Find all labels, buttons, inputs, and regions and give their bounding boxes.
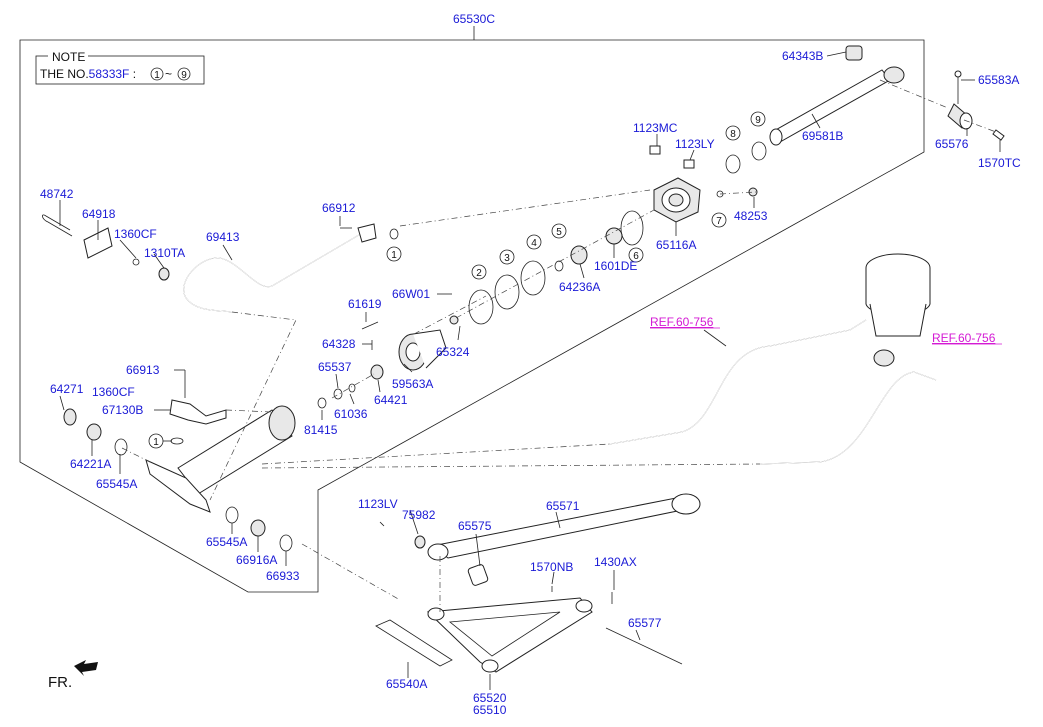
pulley-59563a [398, 329, 447, 371]
label-1123ly: 1123LY [675, 137, 715, 151]
svg-text:6: 6 [633, 251, 639, 262]
label-65545a: 65545A [96, 477, 137, 491]
svg-text:1: 1 [153, 437, 159, 448]
label-64328: 64328 [322, 337, 356, 351]
label-1601de: 1601DE [594, 259, 637, 273]
rod-69581b [769, 45, 905, 146]
label-65510: 65510 [473, 703, 507, 717]
circle-number-5: 5 [551, 223, 567, 239]
note-text: THE NO.58333F : [40, 67, 136, 81]
label-64236a: 64236A [559, 280, 600, 294]
label-66w01: 66W01 [392, 287, 430, 301]
label-75982: 75982 [402, 508, 436, 522]
note-title: NOTE [52, 50, 85, 64]
label-65575: 65575 [458, 519, 492, 533]
label-1570nb: 1570NB [530, 560, 573, 574]
label-1123lv: 1123LV [358, 497, 398, 511]
label-67130b: 67130B [102, 403, 143, 417]
label-61036: 61036 [334, 407, 368, 421]
label-65116a: 65116A [656, 238, 696, 252]
label-64421: 64421 [374, 393, 408, 407]
label-1430ax: 1430AX [594, 555, 637, 569]
circle-number-3: 3 [499, 249, 515, 265]
label-64221a: 64221A [70, 457, 111, 471]
label-1123mc: 1123MC [633, 121, 678, 135]
label-65537: 65537 [318, 360, 352, 374]
label-69581b: 69581B [802, 129, 843, 143]
circle-number-9: 9 [750, 111, 766, 127]
ref-link-1[interactable]: REF.60-756 [650, 315, 714, 329]
label-69413: 69413 [206, 230, 240, 244]
svg-text:4: 4 [531, 238, 537, 249]
svg-text:9: 9 [181, 70, 187, 81]
pipe-69413 [183, 231, 365, 313]
svg-text:1: 1 [154, 70, 160, 81]
fr-label: FR. [48, 674, 72, 691]
label-65530c: 65530C [453, 12, 495, 26]
label-66912: 66912 [322, 201, 356, 215]
front-direction-indicator: FR. [48, 660, 98, 691]
circle-number-4: 4 [526, 234, 542, 250]
label-1360cf-b: 1360CF [92, 385, 135, 399]
svg-text:8: 8 [730, 129, 736, 140]
label-64343b: 64343B [782, 49, 823, 63]
bracket-65520 [426, 597, 593, 673]
label-64271: 64271 [50, 382, 84, 396]
circle-number-2: 2 [471, 264, 487, 280]
circle-number-7: 7 [711, 212, 727, 228]
label-65576: 65576 [935, 137, 969, 151]
label-59563a: 59563A [392, 377, 433, 391]
link-65571 [427, 493, 701, 586]
svg-text:7: 7 [716, 216, 722, 227]
fr-arrow-icon [74, 660, 98, 676]
label-1570tc: 1570TC [978, 156, 1021, 170]
circle-number-1b: 1 [148, 433, 164, 449]
main-cylinder [145, 399, 296, 513]
label-65545a-b: 65545A [206, 535, 247, 549]
label-65520: 65520 [473, 691, 507, 705]
label-65540a: 65540A [386, 677, 427, 691]
svg-text:1: 1 [391, 250, 397, 261]
circle-number-8: 8 [725, 125, 741, 141]
circle-number-6: 6 [628, 247, 644, 263]
label-48253: 48253 [734, 209, 768, 223]
label-81415: 81415 [304, 423, 338, 437]
bracket-65116a [649, 145, 701, 223]
label-65577: 65577 [628, 616, 662, 630]
label-1360cf: 1360CF [114, 227, 157, 241]
assembly-outline [19, 39, 925, 593]
svg-text:2: 2 [476, 268, 482, 279]
label-66913: 66913 [126, 363, 160, 377]
reservoir [865, 253, 931, 367]
label-66933: 66933 [266, 569, 300, 583]
note-box: NOTE THE NO.58333F : 1 ~ 9 [35, 50, 205, 85]
svg-text:9: 9 [755, 115, 761, 126]
circle-number-1: 1 [386, 246, 402, 262]
svg-text:5: 5 [556, 227, 562, 238]
label-64918: 64918 [82, 207, 116, 221]
label-61619: 61619 [348, 297, 382, 311]
label-48742: 48742 [40, 187, 74, 201]
label-65571: 65571 [546, 499, 580, 513]
label-66916a: 66916A [236, 553, 277, 567]
label-65583a: 65583A [978, 73, 1019, 87]
svg-text:3: 3 [504, 253, 510, 264]
ref-link-2[interactable]: REF.60-756 [932, 331, 996, 345]
label-1310ta: 1310TA [144, 246, 185, 260]
label-65324: 65324 [436, 345, 470, 359]
svg-text:~: ~ [165, 67, 172, 81]
